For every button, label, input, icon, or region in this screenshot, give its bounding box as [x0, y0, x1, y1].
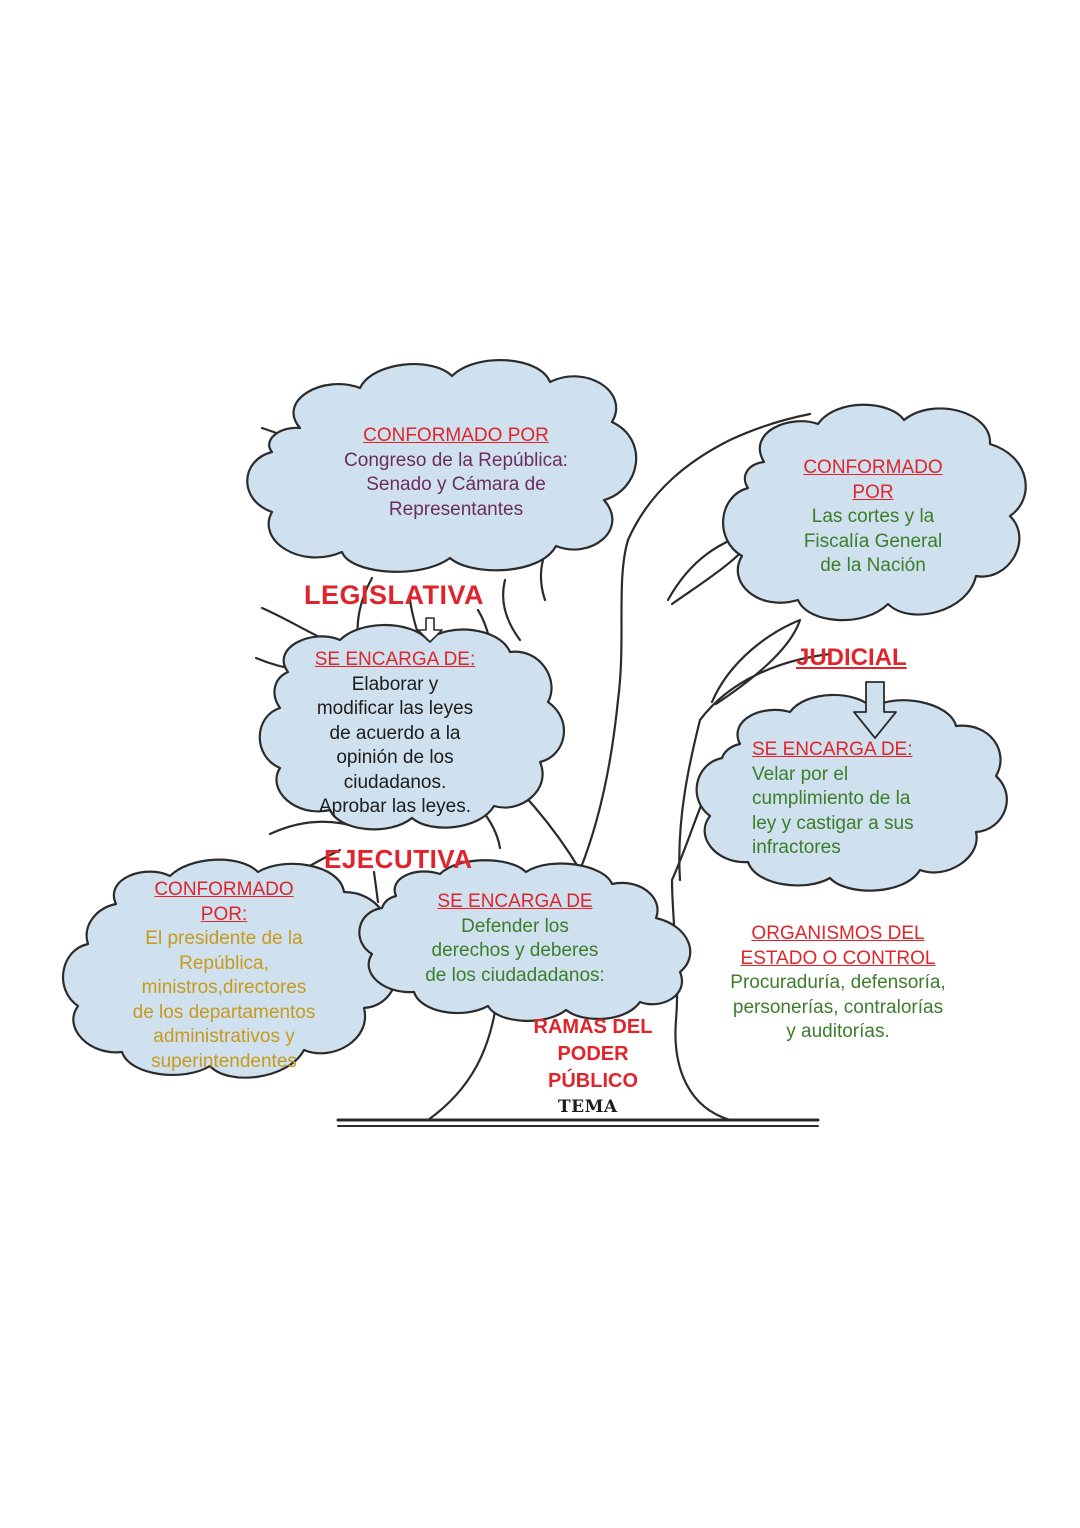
branch-upper-right [626, 412, 812, 542]
branch-title-legislativa: LEGISLATIVA [304, 580, 484, 610]
ejecutiva-conformado-line: de los departamentos [132, 1001, 316, 1023]
judicial-funcion-line: Velar por el [752, 763, 849, 785]
ejecutiva-conformado-line: administrativos y [153, 1026, 295, 1047]
organismos-line: y auditorías. [786, 1021, 890, 1042]
ejecutiva-conformado-line: República, [179, 952, 269, 974]
tema-label: TEMA [558, 1097, 618, 1117]
organismos-block: ORGANISMOS DEL ESTADO O CONTROL Procurad… [712, 922, 964, 1045]
ejecutiva-funcion-heading: SE ENCARGA DE [437, 891, 593, 912]
branch-lower-left-3 [372, 870, 380, 904]
cloud-ejecutiva-conformado [61, 858, 398, 1079]
judicial-conformado-block: CONFORMADO POR Las cortes y la Fiscalía … [768, 456, 978, 579]
ejecutiva-conformado-line: ministros,directores [141, 977, 307, 998]
ejecutiva-funcion-line: Defender los [461, 915, 569, 937]
legislativa-funcion-line: de acuerdo a la [329, 722, 461, 744]
branch-title-ejecutiva: EJECUTIVA [324, 844, 473, 874]
arrow-judicial [853, 681, 897, 739]
legislativa-funcion-line: Aprobar las leyes. [318, 796, 472, 817]
diagram-title-line: RAMAS DEL [533, 1016, 653, 1038]
ejecutiva-conformado-line: El presidente de la [145, 928, 303, 949]
ejecutiva-funcion-block: SE ENCARGA DE Defender los derechos y de… [402, 890, 628, 988]
legislativa-conformado-line: Senado y Cámara de [366, 474, 546, 495]
legislativa-funcion-line: modificar las leyes [316, 698, 474, 719]
cloud-legislativa-conformado [246, 359, 638, 573]
legislativa-funcion-heading: SE ENCARGA DE: [314, 649, 476, 670]
legislativa-funcion-line: ciudadanos. [343, 771, 447, 793]
legislativa-funcion-line: Elaborar y [351, 673, 439, 695]
trunk-inner-rise-2 [678, 718, 702, 882]
organismos-heading: ORGANISMOS DEL [751, 923, 925, 944]
organismos-line: personerías, contralorías [732, 996, 944, 1018]
legislativa-conformado-heading: CONFORMADO POR [363, 425, 549, 446]
branch-leaf-2 [710, 618, 802, 706]
branch-upper-left-3 [502, 578, 522, 642]
judicial-funcion-line: infractores [752, 837, 841, 858]
diagram-title-line: PODER [557, 1043, 629, 1065]
judicial-conformado-heading: CONFORMADO [803, 457, 943, 478]
judicial-conformado-line: de la Nación [820, 555, 926, 576]
judicial-conformado-heading: POR [852, 481, 894, 503]
ejecutiva-conformado-block: CONFORMADO POR: El presidente de la Repú… [112, 878, 336, 1074]
trunk-inner-rise [578, 538, 630, 872]
judicial-funcion-line: cumplimiento de la [752, 788, 911, 809]
judicial-funcion-heading: SE ENCARGA DE: [752, 739, 913, 760]
organismos-heading: ESTADO O CONTROL [740, 947, 936, 969]
organismos-line: Procuraduría, defensoría, [730, 972, 946, 993]
cloud-legislativa-funcion [258, 624, 566, 831]
legislativa-funcion-block: SE ENCARGA DE: Elaborar y modificar las … [280, 648, 510, 820]
cloud-ejecutiva-funcion [358, 859, 692, 1022]
legislativa-funcion-line: opinión de los [336, 747, 454, 768]
legislativa-conformado-block: CONFORMADO POR Congreso de la República:… [308, 424, 604, 522]
ejecutiva-conformado-heading: POR: [200, 903, 248, 925]
judicial-funcion-block: SE ENCARGA DE: Velar por el cumplimiento… [752, 738, 982, 861]
legislativa-conformado-line: Congreso de la República: [344, 449, 568, 471]
branch-title-judicial: JUDICIAL [796, 644, 907, 671]
ejecutiva-funcion-line: de los ciudadadanos: [425, 964, 605, 986]
diagram-title-line: PÚBLICO [548, 1070, 638, 1092]
cloud-judicial-funcion [695, 693, 1008, 892]
ejecutiva-conformado-heading: CONFORMADO [154, 879, 294, 900]
judicial-funcion-line: ley y castigar a sus [752, 812, 914, 834]
cloud-judicial-conformado [721, 403, 1027, 622]
diagram-title: RAMAS DEL PODER PÚBLICO [508, 1014, 678, 1095]
judicial-conformado-line: Las cortes y la [811, 506, 935, 527]
ejecutiva-funcion-line: derechos y deberes [431, 940, 599, 961]
judicial-conformado-line: Fiscalía General [803, 530, 943, 552]
legislativa-conformado-line: Representantes [388, 498, 524, 520]
arrow-legislativa [417, 617, 443, 643]
ejecutiva-conformado-line: superintendentes [151, 1050, 297, 1072]
